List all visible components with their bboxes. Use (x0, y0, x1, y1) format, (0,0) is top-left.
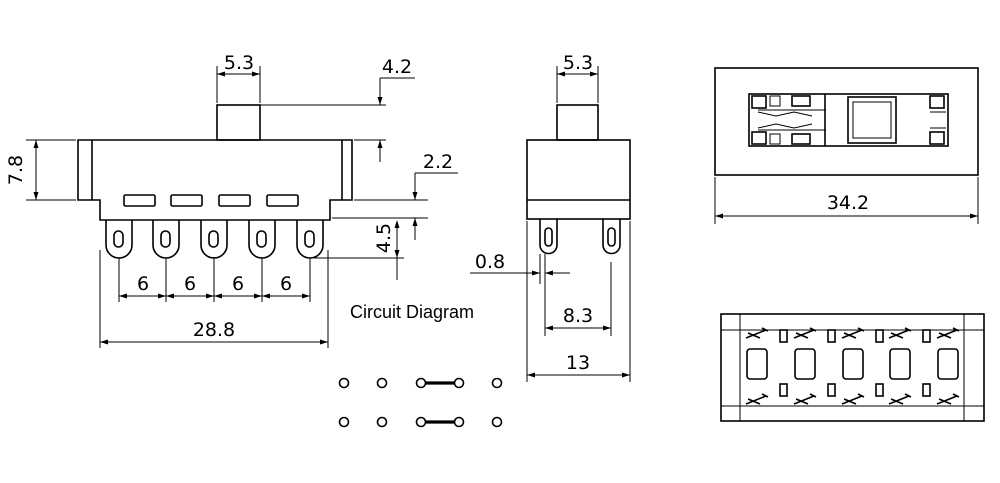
dim-pin-length: 4.5 (314, 220, 404, 280)
circuit-terminals-top (338, 377, 503, 389)
circuit-title: Circuit Diagram (350, 302, 474, 322)
dim-label-pitch-2: 6 (184, 273, 196, 295)
top-view: 34.2 (714, 67, 979, 224)
dim-pin-spacing: 8.3 (544, 262, 612, 336)
dim-label-actuator-height: 4.2 (382, 56, 412, 78)
bottom-view (720, 313, 985, 422)
top-slot (748, 93, 949, 147)
dim-pin-thickness: 0.8 (470, 251, 570, 284)
dim-top-length: 34.2 (714, 177, 979, 224)
dim-offset: 2.2 (332, 151, 458, 240)
side-body (526, 139, 631, 220)
side-actuator (556, 104, 599, 141)
dim-label-actuator-width: 5.3 (224, 52, 254, 74)
top-actuator (847, 96, 897, 144)
dim-label-offset: 2.2 (423, 151, 453, 173)
bottom-small-slots (779, 329, 931, 397)
top-body (714, 67, 979, 176)
bottom-pads (746, 348, 959, 380)
circuit-terminals-bottom (338, 416, 503, 428)
dim-label-side-actuator-width: 5.3 (563, 52, 593, 74)
side-view: 5.3 0.8 8.3 13 (470, 52, 631, 382)
front-actuator (216, 104, 261, 141)
dim-label-pitch-4: 6 (280, 273, 292, 295)
dim-label-overall-width: 28.8 (193, 319, 235, 341)
dim-label-pin-thickness: 0.8 (475, 251, 505, 273)
circuit-diagram: Circuit Diagram (338, 302, 503, 428)
front-view: 5.3 4.2 7.8 (5, 52, 458, 348)
dim-label-pitch-1: 6 (137, 273, 149, 295)
dim-body-height: 7.8 (5, 139, 76, 201)
dim-label-pin-length: 4.5 (373, 223, 395, 253)
dim-label-pin-spacing: 8.3 (563, 305, 593, 327)
side-pins (539, 219, 621, 255)
dim-label-top-length: 34.2 (827, 192, 869, 214)
dim-label-body-height: 7.8 (5, 155, 27, 185)
dim-pitch: 6 6 6 6 (118, 258, 311, 302)
front-body (77, 139, 353, 221)
front-pins (105, 220, 324, 259)
dim-label-pitch-3: 6 (232, 273, 244, 295)
terminal-slots (123, 194, 299, 207)
dim-label-overall-depth: 13 (566, 352, 590, 374)
dim-overall-width: 28.8 (99, 250, 329, 348)
bottom-contacts (745, 327, 960, 405)
dim-actuator-height: 4.2 (260, 56, 415, 162)
dim-actuator-width: 5.3 (216, 52, 261, 103)
dim-overall-depth: 13 (526, 221, 631, 382)
dim-side-actuator-width: 5.3 (556, 52, 599, 103)
bottom-body (720, 313, 985, 422)
